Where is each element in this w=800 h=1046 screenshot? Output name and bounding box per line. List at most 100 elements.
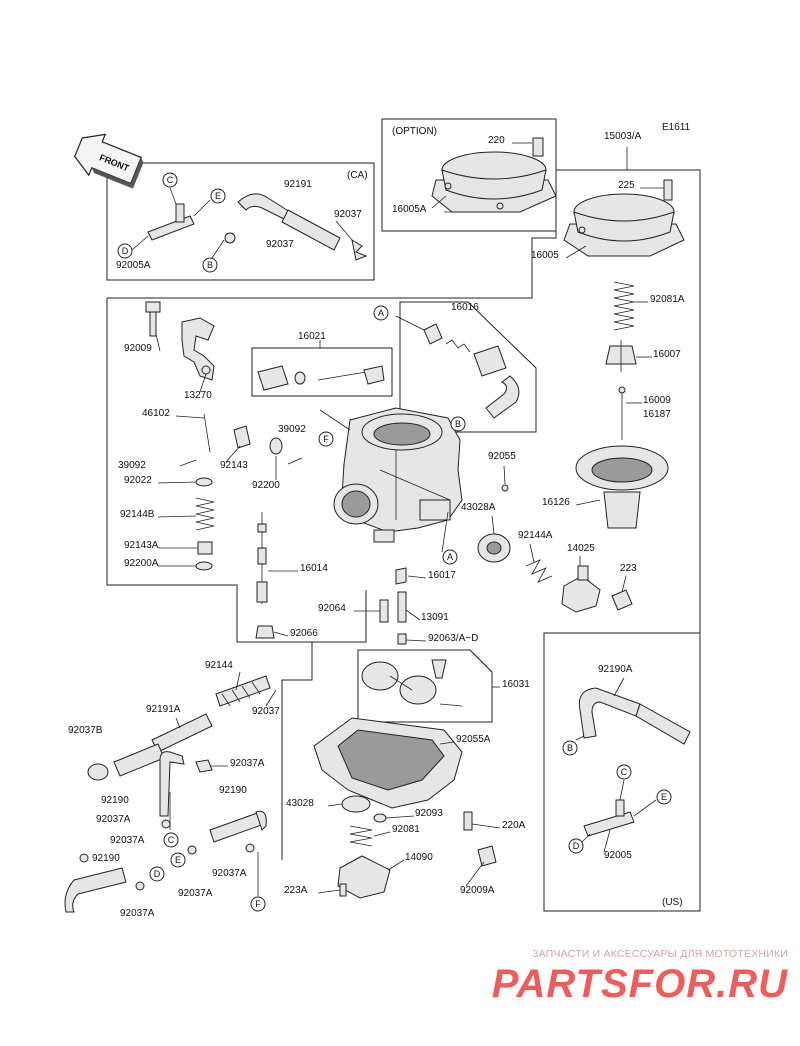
part-label-p92055a: 92055A [456, 734, 491, 745]
part-label-p43028: 43028 [286, 798, 314, 809]
part-label-p220a: 220A [502, 820, 526, 831]
part-label-p92005a: 92005A [116, 260, 151, 271]
connector-circle [117, 243, 133, 259]
connector-circle [616, 764, 632, 780]
part-label-p92190b: 92190 [219, 785, 247, 796]
ca-caption: (CA) [347, 170, 368, 181]
top-cover-assembly [563, 179, 685, 529]
part-label-p220: 220 [488, 135, 505, 146]
leader-lines [155, 142, 664, 894]
connector-letter: D [573, 841, 580, 851]
connector-letter: E [215, 191, 221, 201]
connector-cB1: B [202, 257, 218, 273]
connector-letter: F [255, 899, 261, 909]
diagram-frames [106, 118, 701, 912]
part-label-p39092b: 39092 [118, 460, 146, 471]
option-caption: (OPTION) [392, 126, 437, 137]
connector-circle [149, 866, 165, 882]
connector-cC1: C [162, 172, 178, 188]
float-16031 [357, 649, 493, 723]
connector-letter: D [154, 869, 161, 879]
us-caption: (US) [662, 897, 683, 908]
connector-letter: B [207, 260, 213, 270]
part-label-p92009a: 92009A [460, 885, 495, 896]
option-box [381, 118, 557, 232]
part-label-p92081: 92081 [392, 824, 420, 835]
part-label-p16031: 16031 [502, 679, 530, 690]
connector-cC3: C [163, 832, 179, 848]
connector-letter: D [122, 246, 129, 256]
connector-cD2: D [568, 838, 584, 854]
part-label-p46102: 46102 [142, 408, 170, 419]
choke-plunger-16021 [251, 340, 393, 397]
part-label-p225: 225 [618, 180, 635, 191]
part-label-p92037a3: 92037A [110, 835, 145, 846]
part-label-p92037a6: 92037A [120, 908, 155, 919]
ca-box [106, 162, 375, 281]
connector-circle [163, 832, 179, 848]
connector-cE3: E [170, 852, 186, 868]
part-label-p92191a: 92191A [146, 704, 181, 715]
part-label-p92009: 92009 [124, 343, 152, 354]
part-label-p92144b: 92144B [120, 509, 155, 520]
connector-cB3: B [562, 740, 578, 756]
part-label-p92064: 92064 [318, 603, 346, 614]
connector-letter: F [323, 434, 329, 444]
connector-circle [450, 416, 466, 432]
part-label-p92200: 92200 [252, 480, 280, 491]
part-label-p43028a: 43028A [461, 502, 496, 513]
option-top-cover [431, 137, 557, 213]
connector-letter: B [567, 743, 573, 753]
part-label-p92143a: 92143A [124, 540, 159, 551]
part-label-p15003a: 15003/A [604, 131, 642, 142]
plunger-set-16016 [395, 301, 537, 433]
part-label-p92190a: 92190A [598, 664, 633, 675]
us-box-parts [575, 687, 691, 843]
connector-circle [568, 838, 584, 854]
diagram-code: E1611 [662, 122, 691, 133]
connector-cE2: E [656, 789, 672, 805]
part-label-p14090: 14090 [405, 852, 433, 863]
connector-circle [250, 896, 266, 912]
connector-circle [373, 305, 389, 321]
connector-cA1: A [373, 305, 389, 321]
connector-letter: A [378, 308, 384, 318]
part-label-p92037m: 92037 [252, 706, 280, 717]
part-label-p39092a: 39092 [278, 424, 306, 435]
part-label-p16126: 16126 [542, 497, 570, 508]
part-label-p92037a1: 92037A [230, 758, 265, 769]
connector-circle [162, 172, 178, 188]
part-label-p92037b: 92037B [68, 725, 103, 736]
part-label-p92081a: 92081A [650, 294, 685, 305]
left-side-parts [145, 301, 303, 639]
part-label-p16014: 16014 [300, 563, 328, 574]
part-label-p92037cb: 92037 [266, 239, 294, 250]
part-label-p92093: 92093 [415, 808, 443, 819]
part-label-p92143: 92143 [220, 460, 248, 471]
connector-circle [442, 549, 458, 565]
connector-circle [562, 740, 578, 756]
part-label-p16021: 16021 [298, 331, 326, 342]
watermark-brand: PARTSFOR.RU [491, 962, 788, 1006]
connector-cF1: F [318, 431, 334, 447]
part-label-p16007: 16007 [653, 349, 681, 360]
part-label-p92022: 92022 [124, 475, 152, 486]
part-label-p16016: 16016 [451, 302, 479, 313]
connector-letter: E [175, 855, 181, 865]
part-label-p92191: 92191 [284, 179, 312, 190]
part-label-p16005a: 16005A [392, 204, 427, 215]
watermark-caption: ЗАПЧАСТИ И АКСЕССУАРЫ ДЛЯ МОТОТЕХНИКИ [532, 948, 788, 960]
part-label-p92066: 92066 [290, 628, 318, 639]
right-middle-parts [379, 484, 633, 645]
us-box [543, 632, 701, 912]
connector-letter: E [661, 792, 667, 802]
connector-letter: C [168, 835, 175, 845]
part-label-p223a: 223A [284, 885, 308, 896]
part-label-p92037a2: 92037A [96, 814, 131, 825]
part-label-p223: 223 [620, 563, 637, 574]
part-label-p13091: 13091 [421, 612, 449, 623]
part-label-p13270: 13270 [184, 390, 212, 401]
part-label-p92037a4: 92037A [212, 868, 247, 879]
